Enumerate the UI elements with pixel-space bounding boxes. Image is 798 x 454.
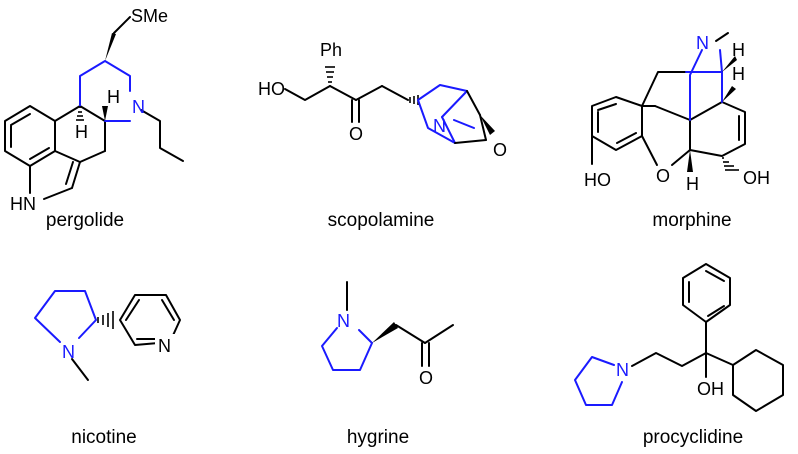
molecule-morphine: N H H HO O H OH morphine <box>584 32 770 231</box>
atom-sme: SMe <box>131 6 168 26</box>
atom-o: O <box>493 140 507 160</box>
atom-ho: HO <box>258 79 285 99</box>
atom-n: N <box>158 336 171 356</box>
molecule-nicotine: N N nicotine <box>34 290 181 448</box>
atom-n: N <box>616 360 629 380</box>
atom-o: O <box>419 368 433 388</box>
molecule-scopolamine: Ph HO O N O scopolamine <box>258 40 507 231</box>
atom-h: H <box>107 87 120 107</box>
atom-ho: HO <box>584 170 611 190</box>
atom-h: H <box>732 40 745 60</box>
molecule-name: nicotine <box>71 427 137 448</box>
molecule-name: procyclidine <box>643 427 743 448</box>
atom-n: N <box>337 311 350 331</box>
atom-h: H <box>732 64 745 84</box>
atom-n: N <box>62 342 75 362</box>
atom-oh: OH <box>743 168 770 188</box>
atom-oh: OH <box>697 379 724 399</box>
hash-bond-aryl <box>97 311 114 329</box>
atom-o: O <box>349 124 363 144</box>
atom-n: N <box>696 33 709 53</box>
atom-h: H <box>686 174 699 194</box>
atom-hn: HN <box>10 194 36 214</box>
molecule-name: scopolamine <box>328 210 435 231</box>
molecule-procyclidine: N OH procyclidine <box>574 263 784 448</box>
hash-bond-h1 <box>76 106 84 121</box>
molecule-name: morphine <box>652 210 731 231</box>
molecule-name: pergolide <box>46 210 124 231</box>
molecule-name: hygrine <box>347 427 409 448</box>
atom-n: N <box>433 116 446 136</box>
atom-n: N <box>132 97 145 117</box>
atom-h: H <box>75 122 88 142</box>
hash-bond-oh <box>722 157 739 171</box>
hash-bond-ph <box>325 66 335 83</box>
hash-bond-ring <box>409 95 419 105</box>
atom-o: O <box>656 166 670 186</box>
molecule-hygrine: N O hygrine <box>321 281 454 448</box>
atom-ph: Ph <box>320 40 342 60</box>
molecule-pergolide: SMe H H N HN pergolide <box>4 6 184 231</box>
